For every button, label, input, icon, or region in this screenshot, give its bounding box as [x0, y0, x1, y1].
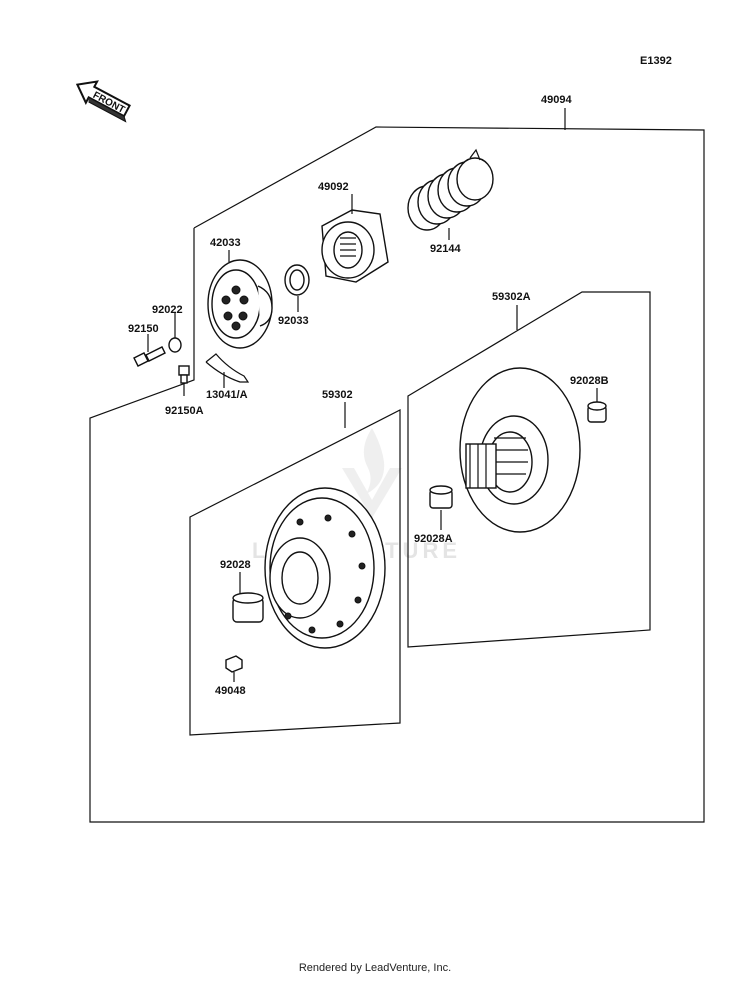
- bolt-92150a: [178, 365, 190, 384]
- washer-92022: [168, 337, 182, 353]
- bushing-92028a: [429, 485, 453, 509]
- sheave-59302a: [459, 367, 581, 533]
- diagram-id: E1392: [640, 55, 672, 67]
- label-92150: 92150: [128, 323, 159, 335]
- snap-ring-92033: [284, 264, 310, 296]
- label-92022: 92022: [152, 304, 183, 316]
- spring-92144: [407, 148, 494, 231]
- label-49092: 49092: [318, 181, 349, 193]
- sheave-59302: [264, 487, 386, 649]
- footer-credit: Rendered by LeadVenture, Inc.: [298, 962, 452, 974]
- flame-logo-icon: [363, 428, 385, 494]
- plate-42033: [207, 259, 273, 349]
- label-49094: 49094: [541, 94, 572, 106]
- label-13041a: 13041/A: [206, 389, 248, 401]
- weight-49048: [225, 655, 243, 673]
- label-92150a: 92150A: [165, 405, 204, 417]
- label-92144: 92144: [430, 243, 461, 255]
- clip-13041a: [205, 353, 250, 383]
- cam-49092: [321, 209, 389, 283]
- label-59302a: 59302A: [492, 291, 531, 303]
- label-92028: 92028: [220, 559, 251, 571]
- label-92028b: 92028B: [570, 375, 609, 387]
- label-42033: 42033: [210, 237, 241, 249]
- label-49048: 49048: [215, 685, 246, 697]
- bushing-92028: [232, 592, 264, 623]
- bolt-92150: [133, 346, 166, 367]
- label-92033: 92033: [278, 315, 309, 327]
- sub-box-59302a: [407, 291, 651, 648]
- assembly-box-49094: [89, 126, 705, 823]
- label-59302: 59302: [322, 389, 353, 401]
- label-92028a: 92028A: [414, 533, 453, 545]
- front-arrow-icon: FRONT: [75, 80, 131, 123]
- v-logo-icon: [342, 468, 402, 518]
- bushing-92028b: [587, 401, 607, 423]
- sub-box-59302: [189, 409, 401, 736]
